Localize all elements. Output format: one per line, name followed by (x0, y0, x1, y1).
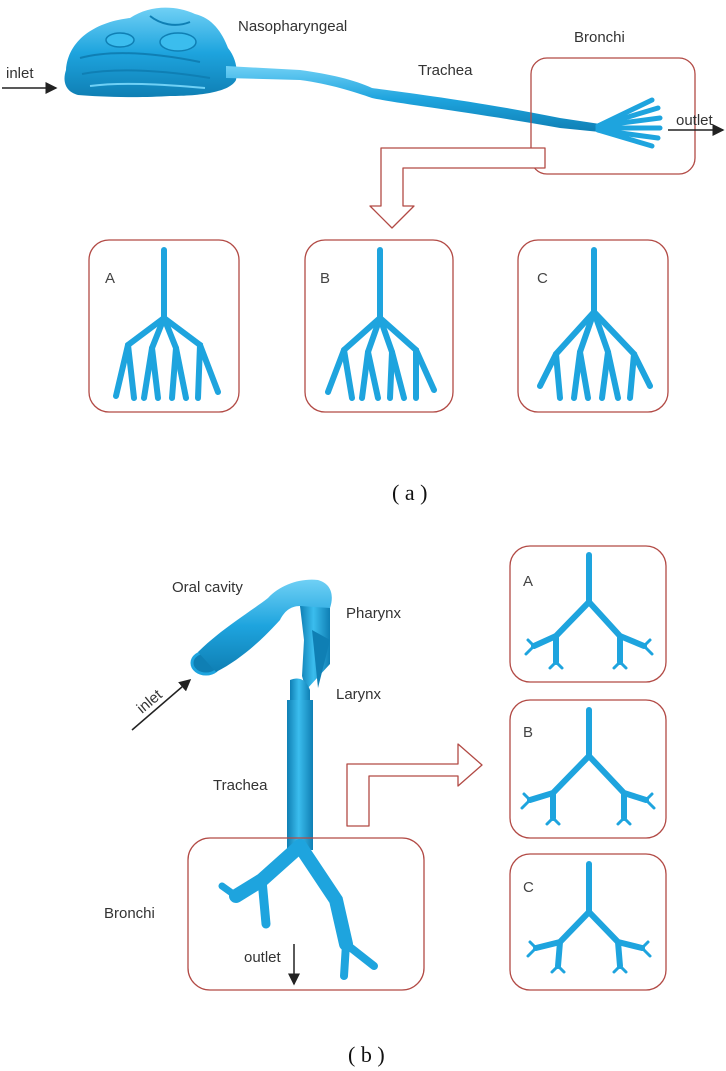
pharynx-label: Pharynx (346, 605, 402, 622)
larynx-label: Larynx (336, 686, 382, 703)
panel-b-a: B (304, 239, 454, 413)
panel-a-a: A (88, 239, 240, 413)
oral-cavity-label: Oral cavity (172, 579, 243, 596)
trachea-label-b: Trachea (213, 777, 268, 794)
panel-a-b: A (509, 545, 667, 683)
caption-b: ( b ) (348, 1042, 385, 1067)
figure-b: Oral cavity Pharynx Larynx Trachea Bronc… (104, 545, 667, 1067)
hollow-arrow-b (346, 743, 483, 827)
panel-label: A (523, 573, 533, 590)
panel-c-b: C (509, 853, 667, 991)
panel-label: A (105, 270, 115, 287)
inlet-arrow-b (131, 679, 192, 731)
nasopharyngeal-label: Nasopharyngeal (238, 18, 347, 35)
nasal-cavity-model (64, 7, 237, 98)
caption-a: ( a ) (392, 480, 427, 505)
outlet-label-a: outlet (676, 112, 714, 129)
trachea-label-a: Trachea (418, 62, 473, 79)
panel-label: B (320, 270, 330, 287)
hollow-arrow-a (369, 147, 546, 229)
outlet-label-b: outlet (244, 949, 282, 966)
panel-label: B (523, 724, 533, 741)
inlet-label-a: inlet (6, 65, 34, 82)
panel-label: C (523, 879, 534, 896)
figure-a: inlet Nasopharyngeal Trachea Bronchi (2, 7, 725, 505)
panel-b-b: B (509, 699, 667, 839)
bronchi-label-a: Bronchi (574, 29, 625, 46)
bronchi-model-a (595, 97, 663, 149)
bronchi-label-b: Bronchi (104, 905, 155, 922)
panel-label: C (537, 270, 548, 287)
bronchi-highlight-box-a (530, 57, 696, 175)
trachea-tube-a (226, 66, 600, 132)
oral-pharynx-model (190, 579, 332, 700)
trachea-tube-b (287, 700, 313, 850)
inlet-label-b: inlet (134, 686, 167, 717)
bronchi-highlight-box-b (187, 837, 425, 991)
bronchi-model-b (218, 839, 378, 980)
panel-c-a: C (517, 239, 669, 413)
